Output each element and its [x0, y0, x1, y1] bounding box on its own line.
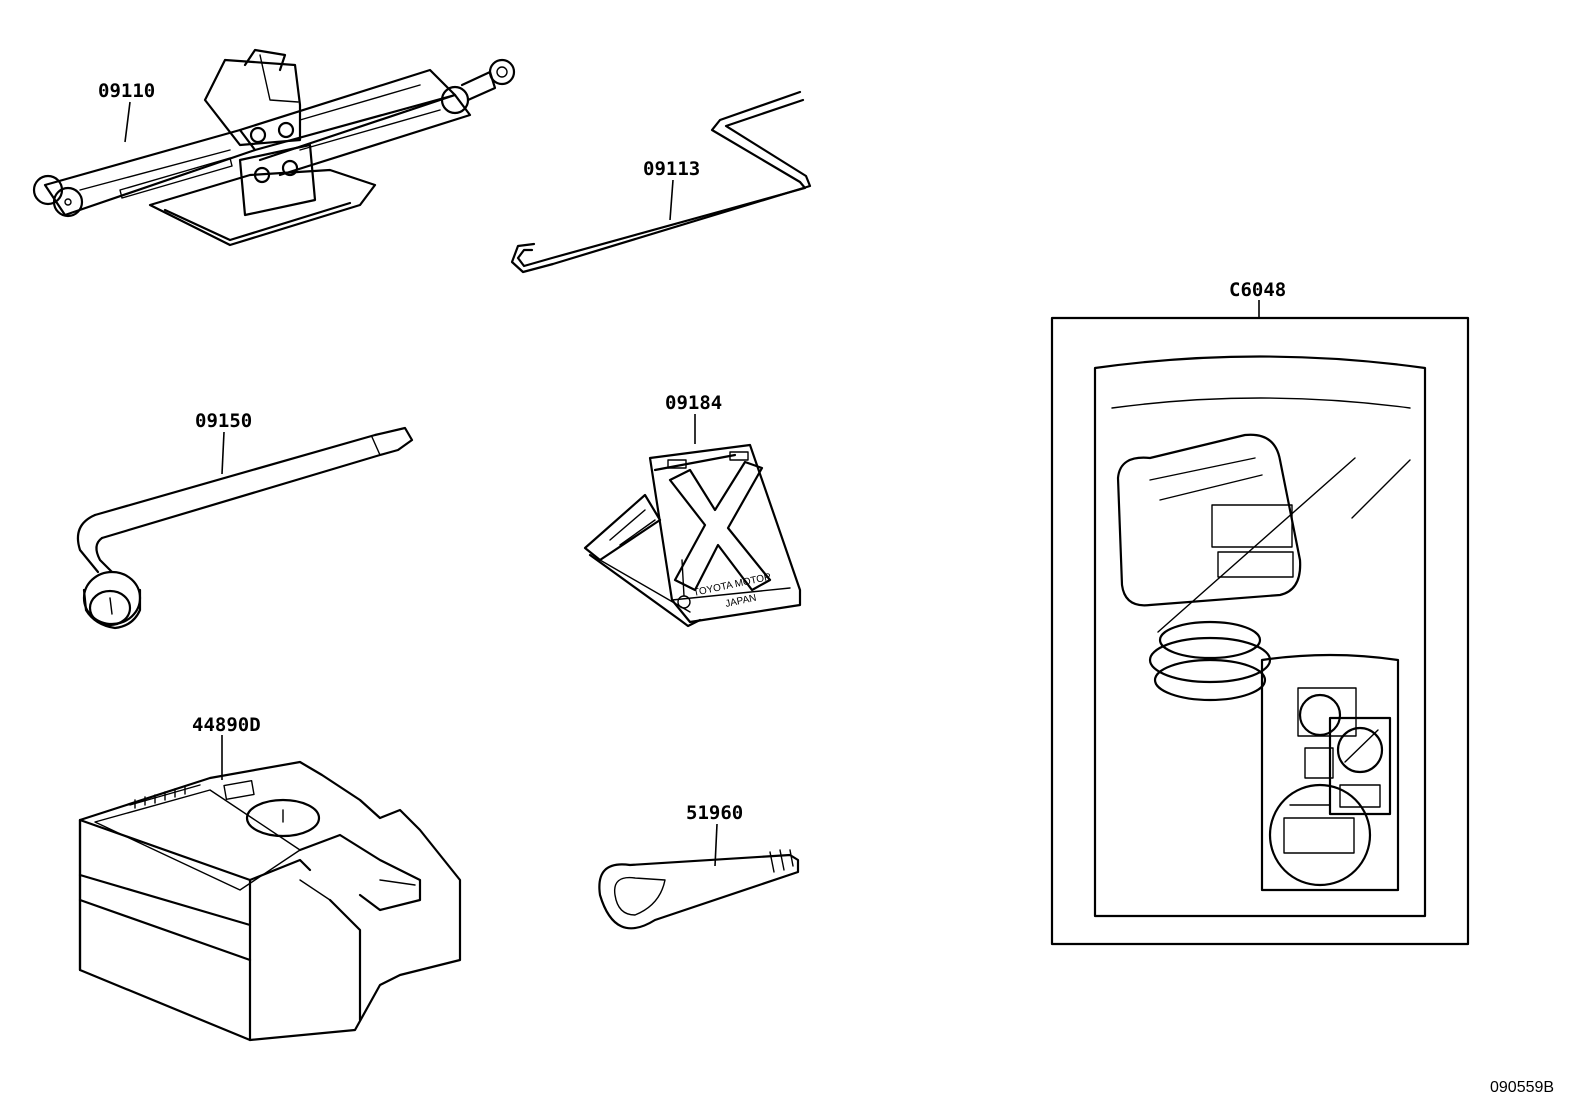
scissor-jack-drawing	[32, 48, 516, 247]
chock-stamp-line2: JAPAN	[724, 593, 757, 610]
wheel-wrench-drawing	[76, 426, 414, 630]
tow-hook-drawing	[598, 849, 800, 930]
wheel-chock-drawing	[583, 443, 802, 628]
jack-handle-drawing	[510, 90, 812, 274]
figure-id: 090559B	[1490, 1079, 1554, 1096]
label-kit-drawing	[1050, 316, 1470, 946]
label-44890D: 44890D	[192, 714, 261, 736]
label-09184: 09184	[665, 392, 722, 414]
label-51960: 51960	[686, 802, 743, 824]
label-09110: 09110	[98, 80, 155, 102]
compressor-drawing	[78, 760, 462, 1042]
label-09150: 09150	[195, 410, 252, 432]
label-09113: 09113	[643, 158, 700, 180]
label-C6048: C6048	[1229, 279, 1286, 301]
